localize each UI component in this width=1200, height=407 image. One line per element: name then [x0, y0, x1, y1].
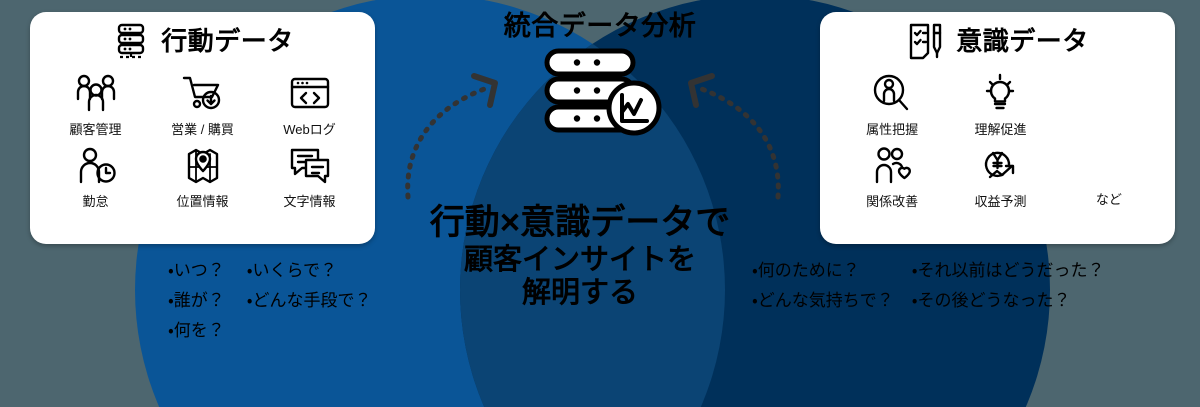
- list-item: ・誰が？: [168, 291, 225, 310]
- consciousness-item-label: 理解促進: [974, 122, 1027, 137]
- list-item: ・その後どうなった？: [911, 291, 1071, 310]
- behavior-item-label: 勤怠: [82, 194, 109, 209]
- consciousness-item-relationship[interactable]: 関係改善: [838, 142, 946, 210]
- behavior-question-column-2: ・いくらで？ ・どんな手段で？: [247, 256, 372, 346]
- people-heart-icon: [869, 142, 915, 188]
- behavior-item-web-log[interactable]: Webログ: [256, 70, 363, 138]
- consciousness-question-column-2: ・それ以前はどうだった？ ・その後どうなった？: [912, 256, 1105, 316]
- yen-growth-icon: [977, 142, 1023, 188]
- list-item: ・それ以前はどうだった？: [911, 261, 1105, 280]
- behavior-data-card: 行動データ 顧客管理: [30, 12, 375, 244]
- consciousness-data-grid: 属性把握 理解促進: [820, 70, 1175, 210]
- person-clock-icon: [73, 142, 119, 188]
- chat-text-icon: [287, 142, 333, 188]
- behavior-item-attendance[interactable]: 勤怠: [42, 142, 149, 210]
- headline-line-3: 解明する: [521, 277, 638, 310]
- venn-overlap-region: [460, 0, 725, 407]
- list-item: ・どんな手段で？: [246, 291, 372, 310]
- behavior-item-sales-purchase[interactable]: 営業 / 購買: [149, 70, 256, 138]
- behavior-item-label: 営業 / 購買: [171, 122, 234, 137]
- consciousness-item-label: 収益予測: [974, 194, 1027, 209]
- behavior-item-label: 文字情報: [283, 194, 336, 209]
- behavior-item-customer-management[interactable]: 顧客管理: [42, 70, 149, 138]
- consciousness-etc-label: など: [1095, 192, 1122, 207]
- consciousness-item-label: 関係改善: [866, 194, 919, 209]
- server-network-icon: [118, 23, 145, 59]
- headline-line-1: 行動×意識データで: [429, 203, 731, 242]
- shopping-cart-download-icon: [180, 70, 226, 116]
- database-analytics-icon: [544, 48, 662, 136]
- consciousness-item-revenue-forecast[interactable]: 収益予測: [946, 142, 1054, 210]
- consciousness-data-card-header: 意識データ: [820, 12, 1175, 70]
- people-group-icon: [73, 70, 119, 116]
- list-item: ・何を？: [168, 321, 225, 340]
- consciousness-question-list: ・何のために？ ・どんな気持ちで？ ・それ以前はどうだった？ ・その後どうなった…: [752, 256, 1105, 316]
- main-headline: 行動×意識データで 顧客インサイトを 解明する: [380, 203, 780, 311]
- behavior-item-label: 顧客管理: [69, 122, 122, 137]
- consciousness-item-understanding[interactable]: 理解促進: [946, 70, 1054, 138]
- headline-line-2: 顧客インサイトを: [463, 243, 696, 276]
- list-item: ・どんな気持ちで？: [752, 291, 894, 310]
- behavior-item-text[interactable]: 文字情報: [256, 142, 363, 210]
- list-item: ・いくらで？: [246, 261, 338, 280]
- behavior-item-label: 位置情報: [176, 194, 229, 209]
- behavior-data-title: 行動データ: [161, 26, 294, 56]
- behavior-question-column-1: ・いつ？ ・誰が？ ・何を？: [168, 256, 225, 346]
- behavior-item-location[interactable]: 位置情報: [149, 142, 256, 210]
- consciousness-question-column-1: ・何のために？ ・どんな気持ちで？: [752, 256, 894, 316]
- center-title: 統合データ分析: [503, 11, 697, 41]
- behavior-data-grid: 顧客管理 営業 / 購買: [30, 70, 375, 210]
- lightbulb-icon: [977, 70, 1023, 116]
- consciousness-etc: など: [1055, 142, 1163, 210]
- map-pin-icon: [180, 142, 226, 188]
- consciousness-item-attribute[interactable]: 属性把握: [838, 70, 946, 138]
- browser-code-icon: [287, 70, 333, 116]
- behavior-item-label: Webログ: [283, 122, 336, 137]
- consciousness-item-label: 属性把握: [866, 122, 919, 137]
- person-magnifier-icon: [869, 70, 915, 116]
- consciousness-data-title: 意識データ: [956, 26, 1089, 56]
- list-item: ・何のために？: [752, 261, 860, 280]
- behavior-question-list: ・いつ？ ・誰が？ ・何を？ ・いくらで？ ・どんな手段で？: [168, 256, 372, 346]
- consciousness-data-card: 意識データ 属性把握: [820, 12, 1175, 244]
- clipboard-pen-icon: [910, 23, 942, 60]
- list-item: ・いつ？: [168, 261, 225, 280]
- behavior-data-card-header: 行動データ: [30, 12, 375, 70]
